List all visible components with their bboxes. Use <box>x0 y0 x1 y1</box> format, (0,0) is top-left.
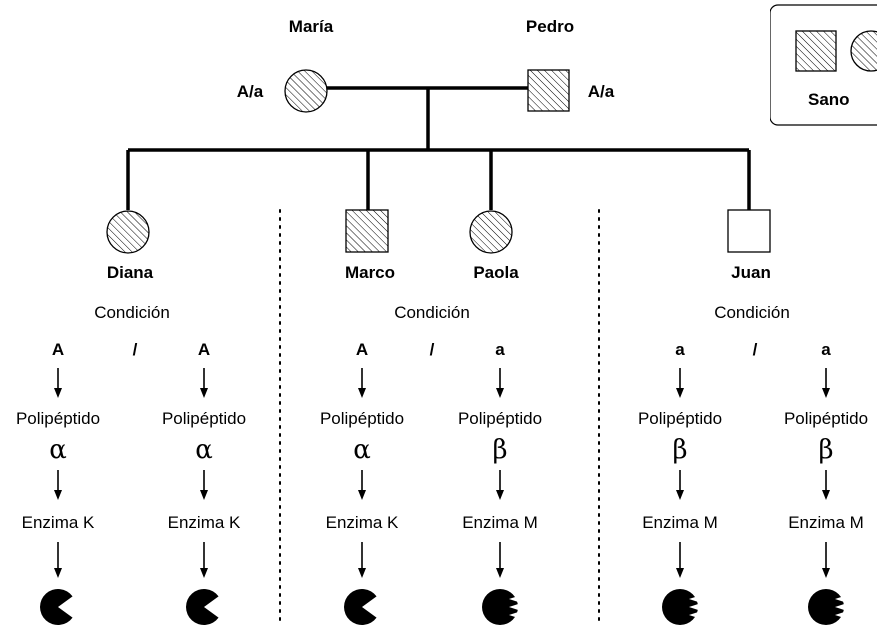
arrow-head <box>496 388 504 398</box>
arrow-head <box>496 568 504 578</box>
paola-name: Paola <box>473 263 519 282</box>
arrow-head <box>496 490 504 500</box>
arrow-head <box>54 568 62 578</box>
condition-label-1: Condición <box>94 303 170 322</box>
enzyme-label: Enzima K <box>22 513 95 532</box>
allele-label: a <box>495 340 505 359</box>
polypeptide-label: Polipéptido <box>320 409 404 428</box>
arrow-head <box>358 490 366 500</box>
arrow-head <box>200 490 208 500</box>
juan-symbol <box>727 209 771 253</box>
arrow-head <box>822 568 830 578</box>
separator-2: / <box>430 340 435 359</box>
paola-symbol <box>469 210 513 254</box>
arrow-head <box>54 388 62 398</box>
arrow-head <box>358 388 366 398</box>
legend: Sano <box>770 4 877 126</box>
mother-symbol <box>284 69 328 113</box>
enzyme-m-shape <box>482 589 518 625</box>
group-separators <box>279 209 600 626</box>
arrow-head <box>200 388 208 398</box>
allele-label: A <box>52 340 64 359</box>
arrow-head <box>676 388 684 398</box>
legend-circle-symbol <box>850 30 877 72</box>
polypeptide-symbol: α <box>49 435 67 465</box>
arrow-head <box>54 490 62 500</box>
condition-label-3: Condición <box>714 303 790 322</box>
father-genotype: A/a <box>588 82 615 101</box>
enzyme-m-shape <box>662 589 698 625</box>
separator-1: / <box>133 340 138 359</box>
marco-name: Marco <box>345 263 395 282</box>
arrow-head <box>822 490 830 500</box>
polypeptide-label: Polipéptido <box>638 409 722 428</box>
allele-label: a <box>675 340 685 359</box>
polypeptide-label: Polipéptido <box>16 409 100 428</box>
arrow-head <box>676 568 684 578</box>
polypeptide-symbol: β <box>818 435 833 465</box>
marco-symbol <box>345 209 389 253</box>
enzyme-k-shape <box>344 589 377 625</box>
father-symbol <box>527 69 570 112</box>
arrow-head <box>200 568 208 578</box>
arrow-head <box>358 568 366 578</box>
enzyme-label: Enzima M <box>788 513 864 532</box>
arrow-head <box>822 388 830 398</box>
polypeptide-symbol: α <box>195 435 213 465</box>
enzyme-k-shape <box>186 589 219 625</box>
condition-label-2: Condición <box>394 303 470 322</box>
allele-label: A <box>198 340 210 359</box>
polypeptide-symbol: β <box>492 435 507 465</box>
polypeptide-label: Polipéptido <box>784 409 868 428</box>
diana-name: Diana <box>107 263 154 282</box>
father-name: Pedro <box>526 17 574 36</box>
juan-name: Juan <box>731 263 771 282</box>
polypeptide-symbol: α <box>353 435 371 465</box>
mother-name: María <box>289 17 334 36</box>
allele-label: A <box>356 340 368 359</box>
diana-symbol <box>106 210 150 254</box>
legend-label: Sano <box>808 90 850 109</box>
enzyme-label: Enzima M <box>642 513 718 532</box>
enzyme-label: Enzima K <box>168 513 241 532</box>
legend-square-symbol <box>795 30 837 72</box>
enzyme-m-shape <box>808 589 844 625</box>
enzyme-k-shape <box>40 589 73 625</box>
enzyme-label: Enzima K <box>326 513 399 532</box>
separator-3: / <box>753 340 758 359</box>
allele-label: a <box>821 340 831 359</box>
enzyme-label: Enzima M <box>462 513 538 532</box>
pedigree-lines <box>126 86 751 210</box>
polypeptide-label: Polipéptido <box>458 409 542 428</box>
arrow-head <box>676 490 684 500</box>
polypeptide-label: Polipéptido <box>162 409 246 428</box>
polypeptide-symbol: β <box>672 435 687 465</box>
mother-genotype: A/a <box>237 82 264 101</box>
